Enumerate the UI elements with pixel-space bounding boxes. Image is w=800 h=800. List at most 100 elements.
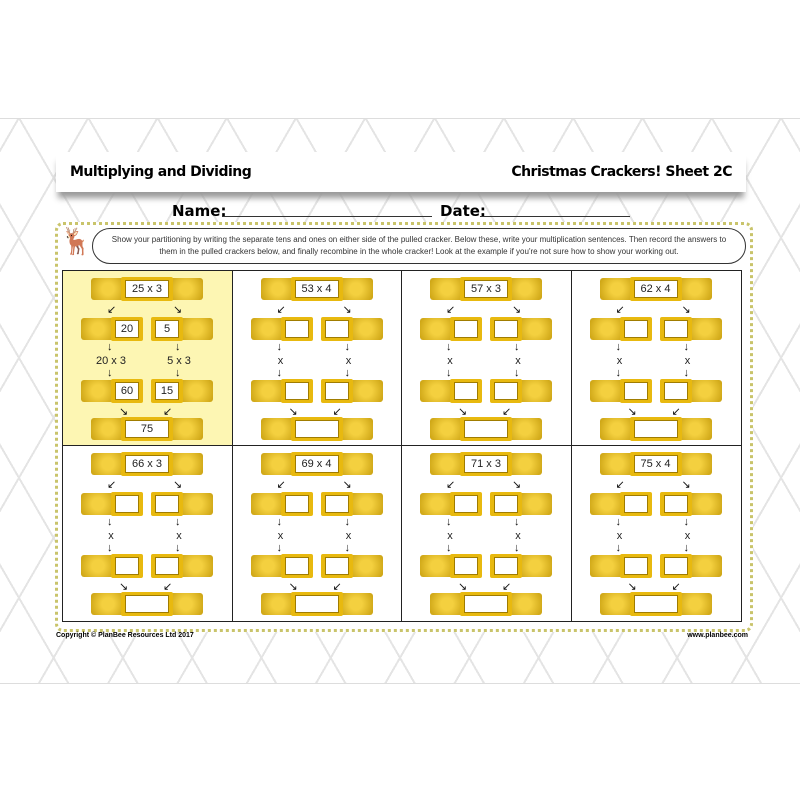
cracker-body — [619, 492, 652, 516]
whole-cracker-problem: 57 x 3 — [430, 277, 542, 301]
answer-box[interactable] — [284, 557, 309, 575]
cracker-body: 69 x 4 — [290, 452, 343, 476]
answer-box[interactable]: 5 — [155, 320, 179, 338]
cracker-body — [290, 417, 343, 441]
arrow-icon: ↘ — [173, 304, 183, 316]
cracker-end — [260, 278, 295, 300]
tens-sentence: x — [616, 530, 623, 542]
arrow-icon: ↓ — [344, 367, 351, 379]
instructions: Show your partitioning by writing the se… — [92, 228, 746, 264]
answer-box[interactable]: 53 x 4 — [294, 280, 339, 298]
answer-box[interactable]: 20 — [115, 320, 139, 338]
cracker-body — [320, 317, 353, 341]
answer-box[interactable] — [623, 382, 648, 400]
answer-box[interactable] — [633, 595, 678, 613]
answer-box[interactable] — [284, 495, 309, 513]
cracker-end — [338, 593, 373, 615]
answer-box[interactable] — [155, 557, 179, 575]
tens-sentence: x — [277, 530, 284, 542]
arrow-icon: ↙ — [163, 406, 173, 418]
answer-box[interactable] — [294, 595, 339, 613]
answer-box[interactable]: 69 x 4 — [294, 455, 339, 473]
answer-box[interactable]: 62 x 4 — [633, 280, 678, 298]
cracker-body: 75 — [121, 417, 173, 441]
cracker-end — [169, 418, 203, 440]
answer-box[interactable]: 25 x 3 — [125, 280, 169, 298]
answer-box[interactable]: 75 x 4 — [633, 455, 678, 473]
arrow-icon: ↓ — [615, 341, 622, 353]
cracker-body — [659, 379, 692, 403]
cracker-end — [589, 555, 624, 577]
answer-box[interactable] — [284, 382, 309, 400]
pulled-cracker-ones-product — [659, 379, 722, 403]
answer-box[interactable] — [115, 557, 139, 575]
answer-box[interactable]: 71 x 3 — [464, 455, 508, 473]
answer-box[interactable] — [294, 420, 339, 438]
website: www.planbee.com — [687, 632, 748, 639]
arrow-icon: ↙ — [502, 581, 512, 593]
answer-box[interactable] — [454, 382, 478, 400]
answer-box[interactable]: 75 — [125, 420, 169, 438]
answer-box[interactable] — [663, 382, 688, 400]
answer-box[interactable] — [494, 382, 518, 400]
answer-box[interactable] — [623, 320, 648, 338]
cracker-body — [280, 379, 313, 403]
answer-box[interactable]: 66 x 3 — [125, 455, 169, 473]
whole-cracker-problem: 71 x 3 — [430, 452, 542, 476]
answer-box[interactable]: 15 — [155, 382, 179, 400]
arrow-icon: ↓ — [615, 542, 622, 554]
cracker-end — [589, 380, 624, 402]
cracker-end — [687, 318, 722, 340]
answer-box[interactable] — [663, 495, 688, 513]
answer-box[interactable] — [623, 557, 648, 575]
answer-box[interactable] — [494, 320, 518, 338]
cracker-end — [508, 593, 542, 615]
cracker-end — [430, 593, 464, 615]
answer-box[interactable] — [454, 557, 478, 575]
cracker-body — [450, 379, 482, 403]
cracker-body — [151, 554, 183, 578]
pulled-cracker-ones — [490, 492, 552, 516]
answer-box[interactable] — [494, 495, 518, 513]
arrow-icon: ↘ — [288, 581, 298, 593]
name-line[interactable] — [222, 216, 432, 217]
answer-box[interactable]: 60 — [115, 382, 139, 400]
answer-box[interactable] — [663, 320, 688, 338]
arrow-icon: ↓ — [107, 542, 113, 554]
pulled-cracker-ones — [320, 317, 383, 341]
cracker-body — [619, 317, 652, 341]
answer-box[interactable] — [454, 320, 478, 338]
pulled-cracker-ones: 5 — [151, 317, 213, 341]
answer-box[interactable] — [324, 557, 349, 575]
answer-box[interactable] — [284, 320, 309, 338]
cracker-end — [179, 318, 213, 340]
answer-box[interactable]: 57 x 3 — [464, 280, 508, 298]
copyright: Copyright © PlanBee Resources Ltd 2017 — [56, 632, 194, 639]
answer-box[interactable] — [115, 495, 139, 513]
cracker-end — [348, 555, 383, 577]
cracker-end — [169, 593, 203, 615]
arrow-icon: ↓ — [276, 341, 283, 353]
tens-sentence: x — [616, 355, 623, 367]
answer-box[interactable] — [155, 495, 179, 513]
arrow-icon: ↓ — [615, 516, 622, 528]
answer-box[interactable] — [464, 595, 508, 613]
cracker-end — [169, 278, 203, 300]
answer-box[interactable] — [125, 595, 169, 613]
answer-box[interactable] — [324, 382, 349, 400]
answer-box[interactable] — [494, 557, 518, 575]
answer-box[interactable] — [663, 557, 688, 575]
cracker-end — [508, 418, 542, 440]
answer-box[interactable] — [633, 420, 678, 438]
cracker-end — [589, 318, 624, 340]
answer-box[interactable] — [454, 495, 478, 513]
date-line[interactable] — [480, 216, 630, 217]
whole-cracker-total — [599, 592, 712, 616]
answer-box[interactable] — [464, 420, 508, 438]
answer-box[interactable] — [623, 495, 648, 513]
cracker-body — [490, 379, 522, 403]
arrow-icon: ↓ — [107, 367, 113, 379]
answer-box[interactable] — [324, 495, 349, 513]
cracker-end — [338, 278, 373, 300]
answer-box[interactable] — [324, 320, 349, 338]
